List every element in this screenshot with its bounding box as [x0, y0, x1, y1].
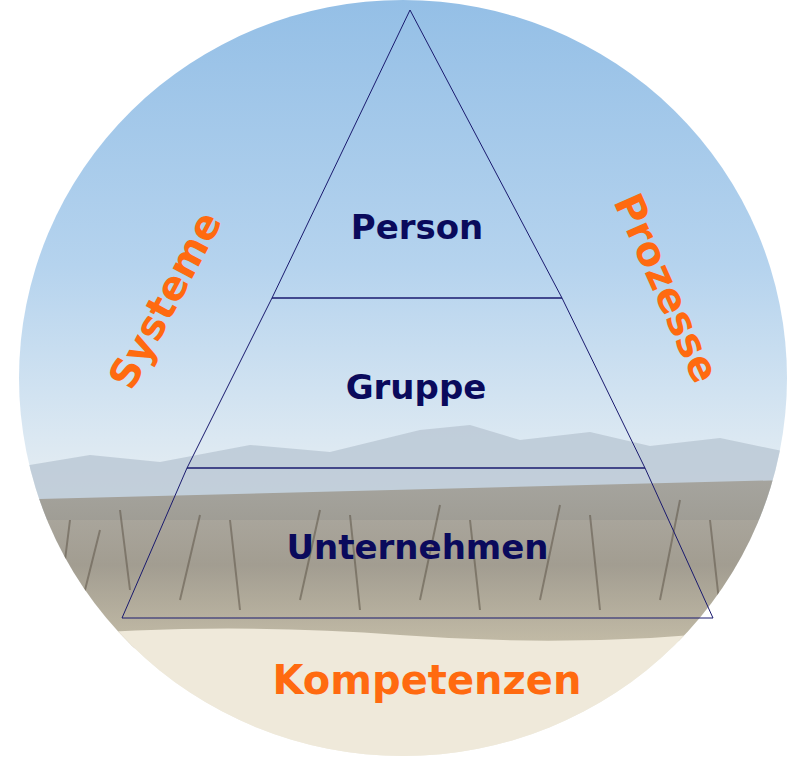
pyramid-band: Gruppe: [187, 298, 645, 468]
dimension-label: Kompetenzen: [273, 658, 582, 702]
level-name: Gruppe: [346, 367, 487, 408]
level-name: Person: [351, 207, 484, 248]
side-label-wrap: Kompetenzen: [273, 658, 582, 702]
pyramid-band: Person: [272, 10, 562, 298]
pyramid-band: Unternehmen: [122, 468, 713, 618]
band-outline: [272, 10, 562, 298]
level-name: Unternehmen: [286, 527, 548, 568]
